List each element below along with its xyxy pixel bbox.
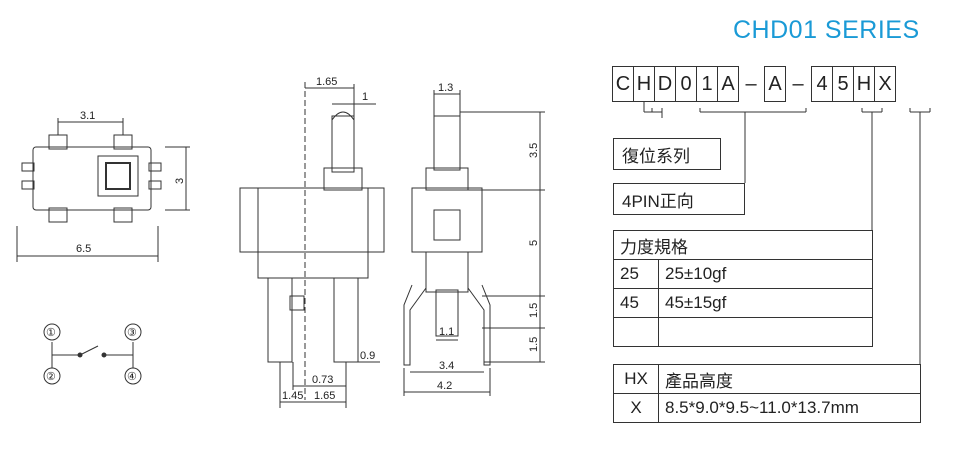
code-char: D xyxy=(654,66,676,102)
table-row: 力度規格 xyxy=(613,230,873,260)
code-dash: – xyxy=(792,72,804,95)
height-code: X xyxy=(613,393,659,423)
code-char: A xyxy=(717,66,739,102)
pin-label-3: ③ xyxy=(127,327,137,339)
label-reset-series: 復位系列 xyxy=(613,138,721,170)
force-spec-header: 力度規格 xyxy=(613,230,873,260)
series-title: CHD01 SERIES xyxy=(733,16,920,44)
dim-side-11: 1.1 xyxy=(439,326,454,338)
dim-side-42: 4.2 xyxy=(437,380,452,392)
dim-front-145: 1.45 xyxy=(282,390,303,402)
part-code: C H D 0 1 A – A – 4 5 H X xyxy=(612,66,896,102)
force-value: 45±15gf xyxy=(658,288,873,318)
table-row: HX 產品高度 xyxy=(613,364,921,394)
height-code: HX xyxy=(613,364,659,394)
dim-front-165: 1.65 xyxy=(316,76,337,88)
dim-top-length: 6.5 xyxy=(76,243,91,255)
top-view xyxy=(16,118,190,262)
force-value: 25±10gf xyxy=(658,259,873,289)
code-char: 0 xyxy=(675,66,697,102)
table-row: X 8.5*9.0*9.5~11.0*13.7mm xyxy=(613,393,921,423)
code-leaders xyxy=(643,102,931,364)
table-row: 45 45±15gf xyxy=(613,288,873,318)
dim-front-165b: 1.65 xyxy=(314,390,335,402)
code-char: X xyxy=(874,66,896,102)
label-4pin: 4PIN正向 xyxy=(613,183,745,215)
dim-front-09: 0.9 xyxy=(360,350,375,362)
dim-top-height: 3 xyxy=(174,178,186,184)
top-view-button xyxy=(105,162,131,190)
code-char: 5 xyxy=(832,66,854,102)
top-view-body xyxy=(32,146,152,211)
dim-top-width: 3.1 xyxy=(80,110,95,122)
side-view xyxy=(403,90,545,396)
dim-side-15a: 1.5 xyxy=(528,303,540,318)
top-view-button-frame xyxy=(97,155,139,197)
dim-side-35: 3.5 xyxy=(528,143,540,158)
dim-side-5: 5 xyxy=(528,240,540,246)
table-row xyxy=(613,317,873,347)
code-dash: – xyxy=(745,72,757,95)
force-code: 45 xyxy=(613,288,659,318)
pin-label-2: ② xyxy=(46,371,56,383)
dim-side-15b: 1.5 xyxy=(528,337,540,352)
height-spec-table: HX 產品高度 X 8.5*9.0*9.5~11.0*13.7mm xyxy=(613,364,921,423)
code-char: 1 xyxy=(696,66,718,102)
pin-label-1: ① xyxy=(46,327,56,339)
force-spec-table: 力度規格 25 25±10gf 45 45±15gf xyxy=(613,230,873,347)
force-code xyxy=(613,317,659,347)
code-char: A xyxy=(764,66,786,102)
height-label: 產品高度 xyxy=(658,364,921,394)
front-view xyxy=(239,82,385,408)
force-code: 25 xyxy=(613,259,659,289)
pin-label-4: ④ xyxy=(127,371,137,383)
dim-side-13: 1.3 xyxy=(438,82,453,94)
dim-front-073: 0.73 xyxy=(312,374,333,386)
code-char: C xyxy=(612,66,634,102)
code-char: H xyxy=(633,66,655,102)
dim-front-1: 1 xyxy=(362,91,368,103)
code-char: H xyxy=(853,66,875,102)
switch-schematic xyxy=(43,323,142,385)
code-char: 4 xyxy=(811,66,833,102)
force-value xyxy=(658,317,873,347)
height-value: 8.5*9.0*9.5~11.0*13.7mm xyxy=(658,393,921,423)
table-row: 25 25±10gf xyxy=(613,259,873,289)
dim-side-34: 3.4 xyxy=(439,360,454,372)
